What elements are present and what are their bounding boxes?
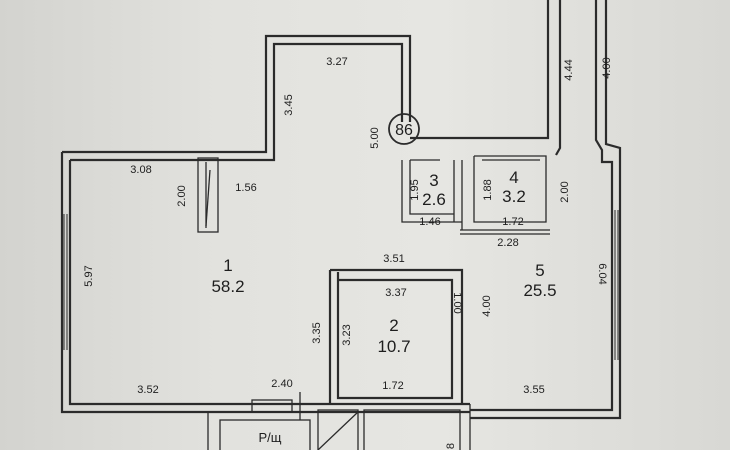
room-4-number: 4 — [509, 168, 518, 187]
utility-label: Р/щ — [259, 430, 282, 445]
inner-walls — [63, 155, 619, 404]
room-3-number: 3 — [429, 171, 438, 190]
dim-4-00-top: 4.00 — [601, 57, 613, 78]
room-5-number: 5 — [535, 261, 544, 280]
dim-3-27: 3.27 — [326, 56, 347, 68]
dim-2-40: 2.40 — [271, 378, 292, 390]
room-3-area: 2.6 — [422, 190, 446, 209]
dim-3-37: 3.37 — [385, 287, 406, 299]
building-number: 86 — [395, 122, 413, 139]
dim-1-00: 1.00 — [451, 292, 463, 313]
dim-1-46: 1.46 — [419, 216, 440, 228]
dimension-labels: 3.27 3.08 1.56 1.46 1.72 2.28 3.51 3.37 … — [83, 56, 613, 449]
room-2-number: 2 — [389, 316, 398, 335]
dim-1-72-top: 1.72 — [502, 216, 523, 228]
room-4-area: 3.2 — [502, 187, 526, 206]
dim-5-97: 5.97 — [83, 265, 95, 286]
dim-1-95: 1.95 — [409, 179, 421, 200]
dim-1-88: 1.88 — [482, 179, 494, 200]
dim-2-28: 2.28 — [497, 237, 518, 249]
dim-2-00-left: 2.00 — [176, 185, 188, 206]
outer-walls — [60, 0, 622, 420]
dim-4-44: 4.44 — [563, 59, 575, 80]
dim-1-56: 1.56 — [235, 182, 256, 194]
dim-3-08: 3.08 — [130, 164, 151, 176]
dim-6-04: 6.04 — [596, 263, 608, 284]
dim-3-52: 3.52 — [137, 384, 158, 396]
dim-3-35: 3.35 — [311, 322, 323, 343]
building-number-stamp: 86 — [388, 113, 420, 145]
dim-1-72-bottom: 1.72 — [382, 380, 403, 392]
room-2-area: 10.7 — [377, 337, 410, 356]
dim-4-00-mid: 4.00 — [481, 295, 493, 316]
lower-section — [207, 392, 471, 450]
dim-3-45: 3.45 — [283, 94, 295, 115]
dim-8-partial: 8 — [445, 443, 457, 449]
dim-3-51: 3.51 — [383, 253, 404, 265]
dim-3-55: 3.55 — [523, 384, 544, 396]
dim-2-00-right: 2.00 — [559, 181, 571, 202]
dim-5-00: 5.00 — [369, 127, 381, 148]
room-1-area: 58.2 — [211, 277, 244, 296]
room-1-number: 1 — [223, 256, 232, 275]
dim-3-23: 3.23 — [341, 324, 353, 345]
room-labels: 1 58.2 2 10.7 3 2.6 4 3.2 5 25.5 Р/щ — [211, 168, 556, 445]
room-5-area: 25.5 — [523, 281, 556, 300]
